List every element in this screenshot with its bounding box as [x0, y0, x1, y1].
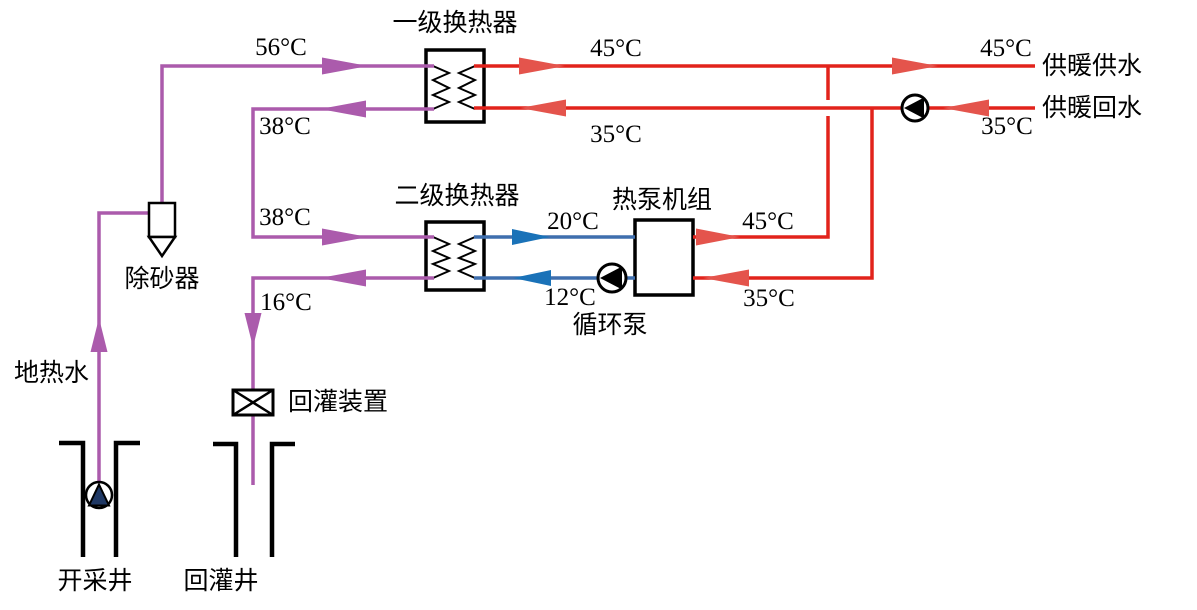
- temp-hp-hot-in: 35°C: [743, 285, 795, 312]
- flow-arrow-icon: [520, 99, 566, 117]
- flow-arrow-icon: [322, 57, 368, 75]
- equipment-boxes: [424, 48, 695, 297]
- hp-return-branch-pipe: [693, 108, 874, 280]
- heat-pump-box: [633, 218, 695, 297]
- circulation-pump-label: 循环泵: [572, 311, 647, 339]
- intermediate-arrows: [512, 229, 551, 286]
- flow-arrow-icon: [90, 318, 108, 352]
- flow-arrow-icon: [892, 57, 938, 75]
- production-well-symbol: [59, 440, 86, 557]
- reinjection-well-symbol: [269, 441, 295, 557]
- hot-water-lines: [474, 64, 1035, 280]
- hx-coil-icon: [456, 236, 478, 279]
- temp-hx1-geo-return: 38°C: [259, 113, 311, 140]
- temp-hx1-hot-in: 35°C: [590, 121, 642, 148]
- flow-arrow-icon: [513, 270, 551, 286]
- well-pump-impeller-icon: [87, 482, 111, 507]
- temp-hx2-mid-in: 12°C: [544, 284, 596, 311]
- sand-remover-box: [147, 201, 177, 239]
- temp-return-end: 35°C: [981, 113, 1033, 140]
- flow-arrow-icon: [244, 313, 262, 347]
- flow-arrow-icon: [322, 228, 368, 246]
- reinjection-well-label: 回灌井: [183, 567, 258, 595]
- temp-hp-hot-out: 45°C: [742, 208, 794, 235]
- geothermal-arrows: [90, 57, 368, 352]
- hot-water-arrows: [519, 57, 989, 287]
- temp-reinjection: 16°C: [260, 289, 312, 316]
- production-well-symbol: [113, 440, 140, 557]
- flow-arrow-icon: [696, 228, 740, 246]
- hx-coil-icon: [430, 65, 452, 110]
- flow-arrow-icon: [320, 269, 366, 287]
- temp-hx2-mid-out: 20°C: [547, 208, 599, 235]
- heat-pump-label: 热泵机组: [612, 186, 712, 214]
- secondary-hx-box: [424, 220, 486, 292]
- network-pump-impeller-icon: [904, 97, 924, 119]
- production-well-label: 开采井: [57, 567, 132, 595]
- flow-arrow-icon: [512, 229, 550, 245]
- flow-arrow-icon: [943, 99, 989, 117]
- well-to-sand-remover-pipe: [97, 211, 149, 495]
- geothermal-water-label: 地热水: [14, 359, 89, 387]
- primary-hx-box: [424, 48, 486, 124]
- heating-return-label: 供暖回水: [1042, 94, 1142, 122]
- reinjection-device-label: 回灌装置: [288, 388, 388, 416]
- temp-supply-end: 45°C: [980, 35, 1032, 62]
- reinjection-well-symbol: [213, 441, 239, 557]
- temp-geothermal-supply: 56°C: [255, 34, 307, 61]
- sand-remover-funnel-icon: [146, 235, 178, 259]
- temp-hx2-geo-supply: 38°C: [259, 204, 311, 231]
- sand-remover-label: 除砂器: [124, 265, 199, 293]
- flow-arrow-icon: [519, 57, 565, 75]
- hx-coil-icon: [430, 236, 452, 279]
- labels: 一级换热器 二级换热器 热泵机组 循环泵 除砂器 回灌装置 开采井 回灌井 地热…: [14, 9, 1142, 595]
- equipment-overlay: [59, 93, 930, 557]
- secondary-hx-label: 二级换热器: [394, 182, 519, 210]
- flow-arrow-icon: [703, 269, 749, 287]
- flow-arrow-icon: [320, 100, 366, 118]
- device-cross-icon: [232, 388, 274, 417]
- temp-hx1-hot-out: 45°C: [590, 35, 642, 62]
- heating-supply-label: 供暖供水: [1042, 52, 1142, 80]
- primary-hx-label: 一级换热器: [392, 9, 517, 37]
- circulation-pump-impeller-icon: [600, 266, 622, 290]
- hx-coil-icon: [456, 65, 478, 110]
